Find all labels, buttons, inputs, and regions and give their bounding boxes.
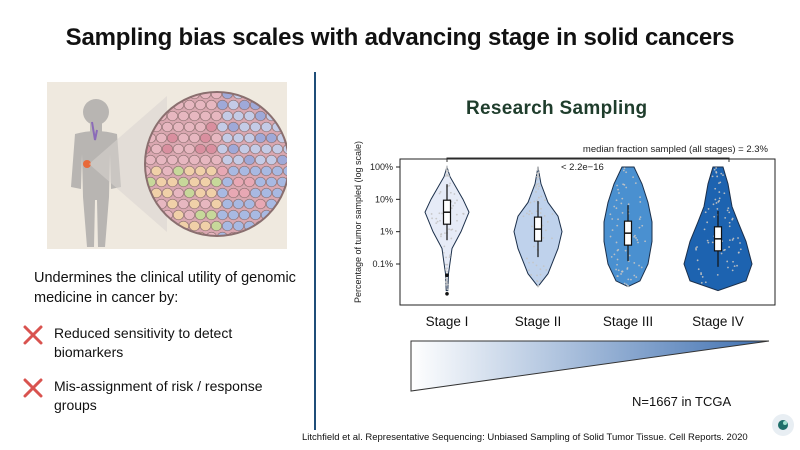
significance-bracket	[446, 157, 730, 162]
section-divider	[314, 72, 316, 430]
tumor-illustration	[47, 82, 287, 249]
outlier-point	[445, 291, 449, 296]
y-tick-label: 1%	[380, 227, 393, 237]
x-category-label: Stage III	[603, 314, 653, 329]
data-points-3	[609, 167, 647, 288]
research-sampling-heading: Research Sampling	[466, 98, 648, 119]
chart-annotation: median fraction sampled (all stages) = 2…	[583, 144, 769, 155]
x-category-label: Stage II	[515, 314, 562, 329]
violin-chart: median fraction sampled (all stages) = 2…	[353, 141, 776, 329]
citation: Litchfield et al. Representative Sequenc…	[302, 432, 748, 443]
y-tick-label: 0.1%	[372, 259, 393, 269]
red-x-icon	[23, 325, 43, 345]
y-axis-label: Percentage of tumor sampled (log scale)	[353, 141, 363, 303]
slide-title: Sampling bias scales with advancing stag…	[65, 24, 735, 51]
intro-text: Undermines the clinical utility of genom…	[34, 270, 296, 306]
stage-gradient-wedge	[410, 340, 770, 392]
logo-badge-icon	[772, 414, 794, 436]
red-x-icon	[23, 378, 43, 398]
sample-size-label: N=1667 in TCGA	[632, 394, 732, 409]
bullet-text: Mis-assignment of risk / response groups	[54, 378, 263, 413]
x-category-label: Stage IV	[692, 314, 744, 329]
x-category-label: Stage I	[426, 314, 469, 329]
outlier-point	[445, 273, 449, 278]
p-value-label: < 2.2e−16	[561, 162, 604, 173]
y-tick-label: 100%	[370, 162, 393, 172]
data-points-2	[522, 166, 554, 288]
human-and-tumor-cells-image	[71, 91, 287, 247]
y-tick-label: 10%	[375, 194, 393, 204]
bullet-text: Reduced sensitivity to detect biomarkers	[54, 325, 233, 360]
